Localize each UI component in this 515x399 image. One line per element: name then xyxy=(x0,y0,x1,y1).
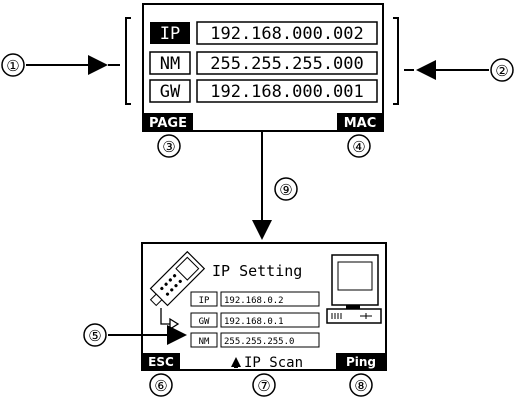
softkey-ip-scan[interactable]: IP Scan xyxy=(231,355,303,371)
bottom-screen-title: IP Setting xyxy=(212,262,302,280)
bottom-row-label: IP xyxy=(199,296,210,306)
callout-5-label: ⑤ xyxy=(88,327,101,345)
left-bracket xyxy=(125,17,131,105)
top-row-label: GW xyxy=(160,82,181,102)
tester-device-icon xyxy=(149,250,206,307)
softkey-page-label: PAGE xyxy=(149,116,187,131)
top-row-value: 192.168.000.002 xyxy=(210,24,364,44)
softkey-page[interactable]: PAGE xyxy=(143,113,193,131)
top-row-gw[interactable]: GW 192.168.000.001 xyxy=(149,79,378,103)
callout-9-label: ⑨ xyxy=(279,181,292,199)
callout-3-label: ③ xyxy=(162,138,175,156)
bottom-row-value: 255.255.255.0 xyxy=(224,337,294,347)
callout-7-label: ⑦ xyxy=(257,377,270,395)
callout-6-label: ⑥ xyxy=(154,377,167,395)
bottom-row-value: 192.168.0.2 xyxy=(224,296,284,306)
link-arrow-icon xyxy=(160,308,170,325)
callout-8-label: ⑧ xyxy=(354,377,367,395)
callout-1: ① xyxy=(1,53,120,77)
softkey-esc[interactable]: ESC xyxy=(142,353,180,370)
softkey-ping-label: Ping xyxy=(346,355,376,369)
right-bracket xyxy=(393,17,399,105)
bottom-row-label: GW xyxy=(199,317,210,327)
computer-icon xyxy=(326,254,382,324)
callout-4-label: ④ xyxy=(352,138,365,156)
callout-8: ⑧ xyxy=(349,373,373,397)
top-row-label: IP xyxy=(160,24,180,44)
callout-2-label: ② xyxy=(495,62,508,80)
top-row-value: 255.255.255.000 xyxy=(210,54,364,74)
bottom-row-ip[interactable]: IP 192.168.0.2 xyxy=(190,291,320,307)
bottom-screen: IP Setting IP 192.168.0.2 GW xyxy=(141,242,387,371)
bottom-row-gw[interactable]: GW 192.168.0.1 xyxy=(190,312,320,328)
callout-9: ⑨ xyxy=(274,177,298,201)
top-row-label: NM xyxy=(160,54,180,74)
top-row-value: 192.168.000.001 xyxy=(210,82,364,102)
softkey-mac[interactable]: MAC xyxy=(337,113,383,131)
callout-2: ② xyxy=(404,58,514,82)
bottom-row-value: 192.168.0.1 xyxy=(224,317,284,327)
softkey-ip-scan-label: IP Scan xyxy=(244,355,303,371)
softkey-ping[interactable]: Ping xyxy=(336,353,386,370)
callout-7: ⑦ xyxy=(252,373,276,397)
callout-3: ③ xyxy=(157,134,181,158)
bottom-row-label: NM xyxy=(199,337,210,347)
top-screen: IP 192.168.000.002 NM 255.255.255.000 GW… xyxy=(142,3,384,132)
callout-6: ⑥ xyxy=(149,373,173,397)
up-arrow-icon xyxy=(231,357,241,367)
bottom-row-nm[interactable]: NM 255.255.255.0 xyxy=(190,332,320,348)
top-row-nm[interactable]: NM 255.255.255.000 xyxy=(149,51,378,75)
softkey-esc-label: ESC xyxy=(148,355,174,369)
callout-1-label: ① xyxy=(6,57,19,75)
softkey-mac-label: MAC xyxy=(344,116,377,131)
callout-5: ⑤ xyxy=(83,323,187,347)
callout-4: ④ xyxy=(347,134,371,158)
top-row-ip[interactable]: IP 192.168.000.002 xyxy=(150,21,378,45)
